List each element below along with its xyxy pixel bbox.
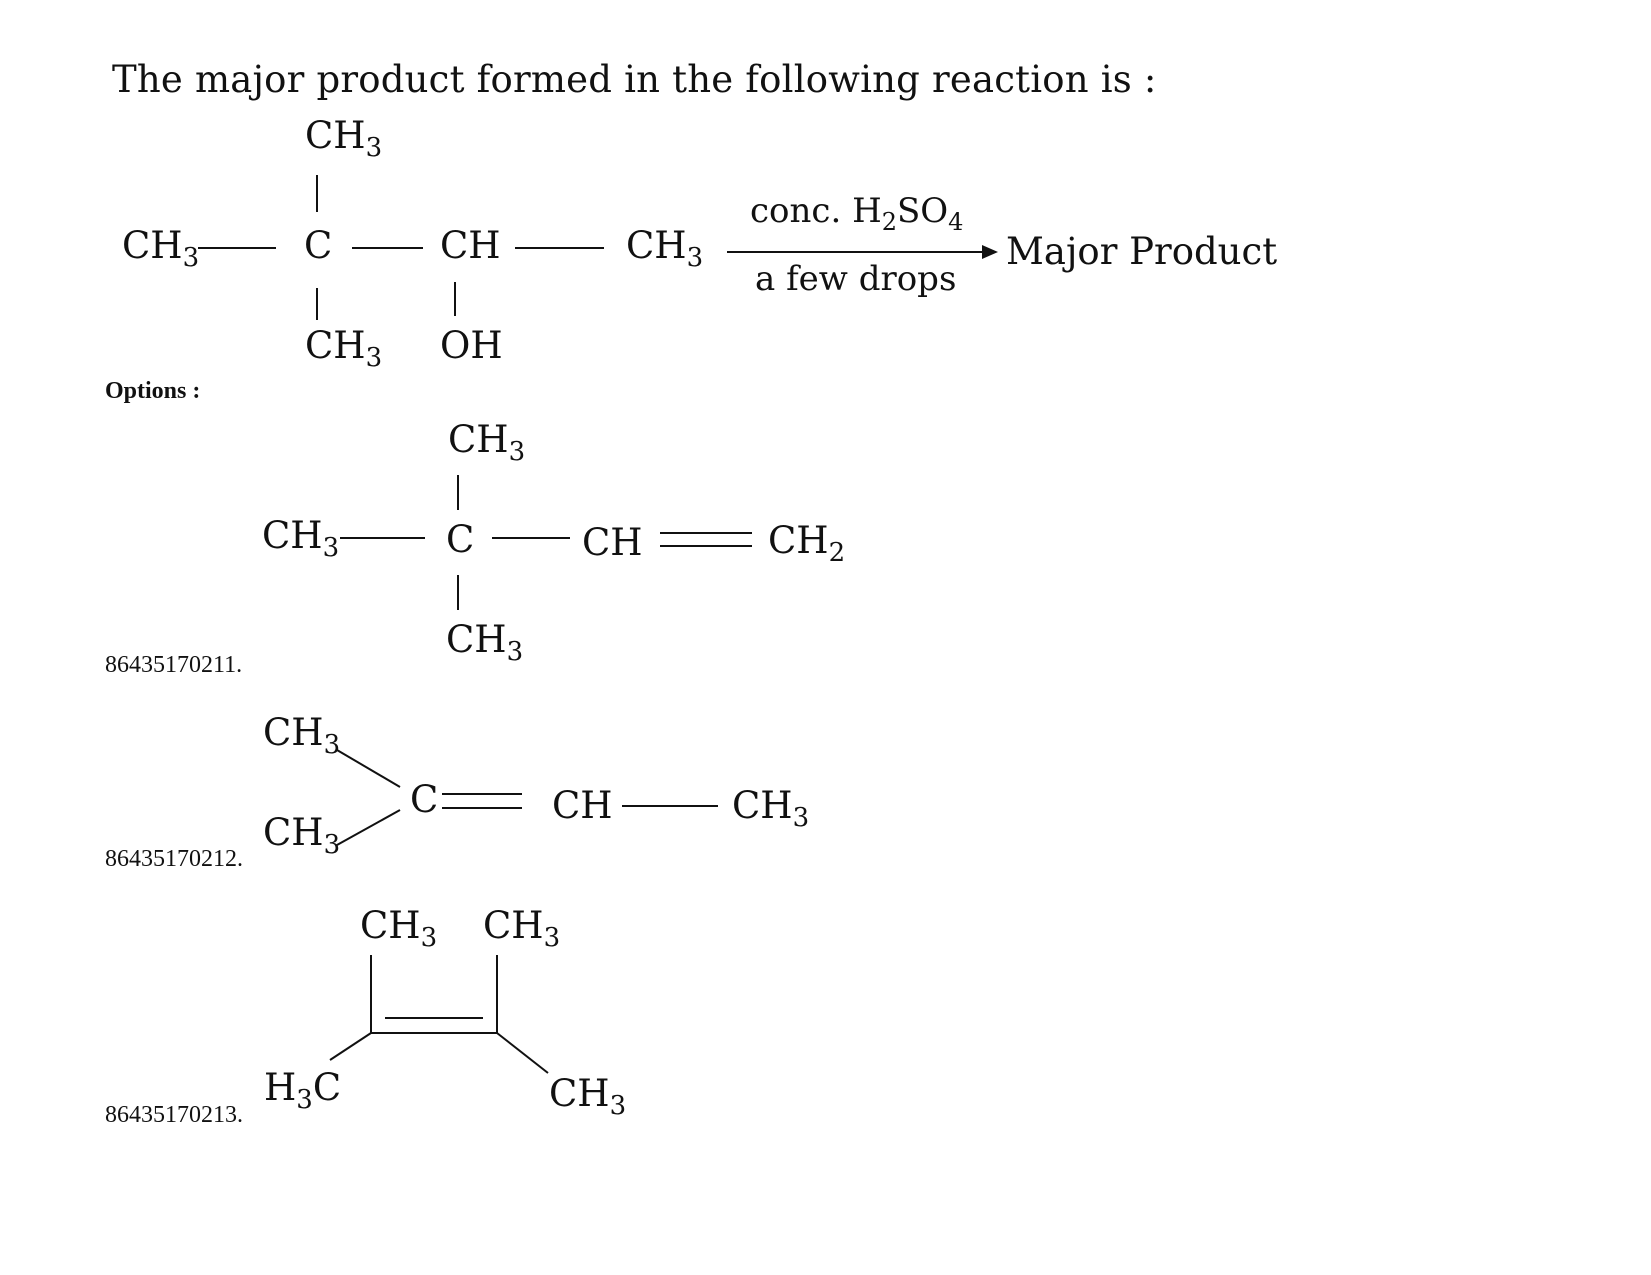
opt3-bond-lower-left <box>329 1032 372 1061</box>
reagent-below: a few drops <box>755 259 956 299</box>
reactant-left-ch3: CH3 <box>122 224 199 273</box>
arrowhead-icon <box>982 245 998 259</box>
opt1-ch: CH <box>582 521 643 564</box>
opt2-c: C <box>410 778 438 821</box>
reagent-above: conc. H2SO4 <box>750 191 963 236</box>
opt1-top-ch3: CH3 <box>448 418 525 467</box>
opt2-bond-upper <box>336 749 401 788</box>
option-2-structure: CH3 CH3 C CH CH3 <box>263 711 809 860</box>
question-text: The major product formed in the followin… <box>112 58 1157 101</box>
option-1-number: 86435170211. <box>105 652 243 678</box>
opt2-ch: CH <box>552 784 613 827</box>
reactant-structure: CH3 CH3 C CH CH3 CH3 OH <box>122 114 703 373</box>
opt1-left-ch3: CH3 <box>262 514 339 563</box>
reactant-ch: CH <box>440 224 501 267</box>
opt1-ch2: CH2 <box>768 519 845 568</box>
reactant-top-ch3: CH3 <box>305 114 382 163</box>
major-product-label: Major Product <box>1006 230 1277 273</box>
opt1-c: C <box>446 518 474 561</box>
reactant-bottom-ch3: CH3 <box>305 324 382 373</box>
reactant-right-ch3: CH3 <box>626 224 703 273</box>
opt3-bond-lower-right <box>496 1032 549 1074</box>
opt3-bottom-right-ch3: CH3 <box>549 1072 626 1121</box>
opt3-h3c: H3C <box>264 1066 341 1115</box>
reactant-oh: OH <box>440 324 503 367</box>
opt2-upper-ch3: CH3 <box>263 711 340 760</box>
option-1-structure: CH3 CH3 C CH CH2 CH3 <box>262 418 845 667</box>
opt3-top-right-ch3: CH3 <box>483 904 560 953</box>
option-3-structure: CH3 CH3 H3C CH3 <box>264 904 626 1121</box>
opt1-bottom-ch3: CH3 <box>446 618 523 667</box>
reactant-center-c: C <box>304 224 332 267</box>
opt2-lower-ch3: CH3 <box>263 811 340 860</box>
opt2-right-ch3: CH3 <box>732 784 809 833</box>
opt3-top-left-ch3: CH3 <box>360 904 437 953</box>
reaction-arrow: conc. H2SO4 a few drops Major Product <box>727 191 1277 299</box>
options-label: Options : <box>105 378 201 404</box>
opt2-bond-lower <box>336 809 401 846</box>
option-3-number: 86435170213. <box>105 1102 243 1128</box>
option-2-number: 86435170212. <box>105 846 243 872</box>
